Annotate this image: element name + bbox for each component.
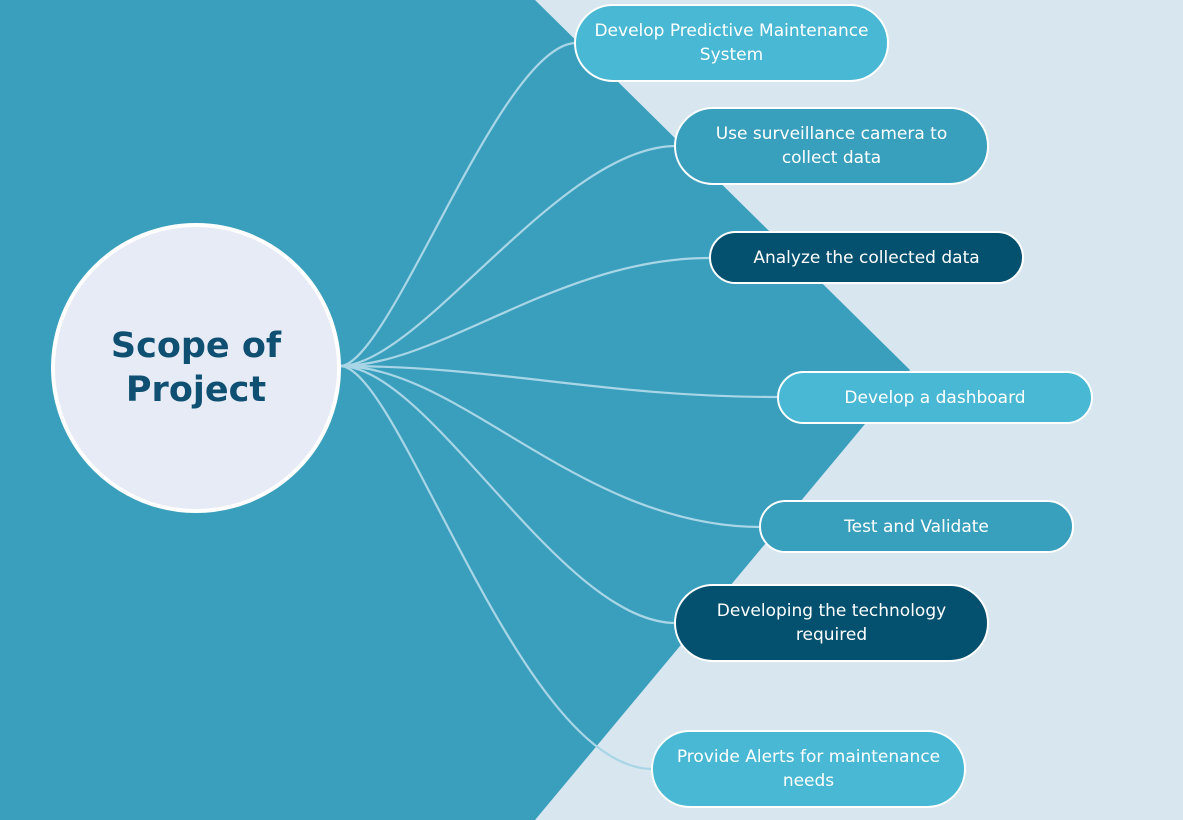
node-use-surveillance-camera[interactable]: Use surveillance camera to collect data [674, 107, 989, 185]
node-label: Develop Predictive Maintenance System [594, 21, 869, 65]
node-provide-alerts[interactable]: Provide Alerts for maintenance needs [651, 730, 966, 808]
node-label: Developing the technology required [716, 601, 947, 645]
node-develop-predictive-maintenance-system[interactable]: Develop Predictive Maintenance System [574, 4, 889, 82]
center-node: Scope of Project [51, 223, 341, 513]
node-label: Provide Alerts for maintenance needs [676, 747, 941, 791]
node-test-and-validate[interactable]: Test and Validate [759, 500, 1074, 553]
node-develop-dashboard[interactable]: Develop a dashboard [777, 371, 1093, 424]
node-label: Develop a dashboard [844, 387, 1026, 408]
node-developing-technology[interactable]: Developing the technology required [674, 584, 989, 662]
node-label: Use surveillance camera to collect data [715, 124, 948, 168]
node-label: Analyze the collected data [753, 247, 980, 268]
center-title: Scope of Project [110, 326, 282, 410]
node-analyze-collected-data[interactable]: Analyze the collected data [709, 231, 1024, 284]
node-label: Test and Validate [844, 516, 989, 537]
